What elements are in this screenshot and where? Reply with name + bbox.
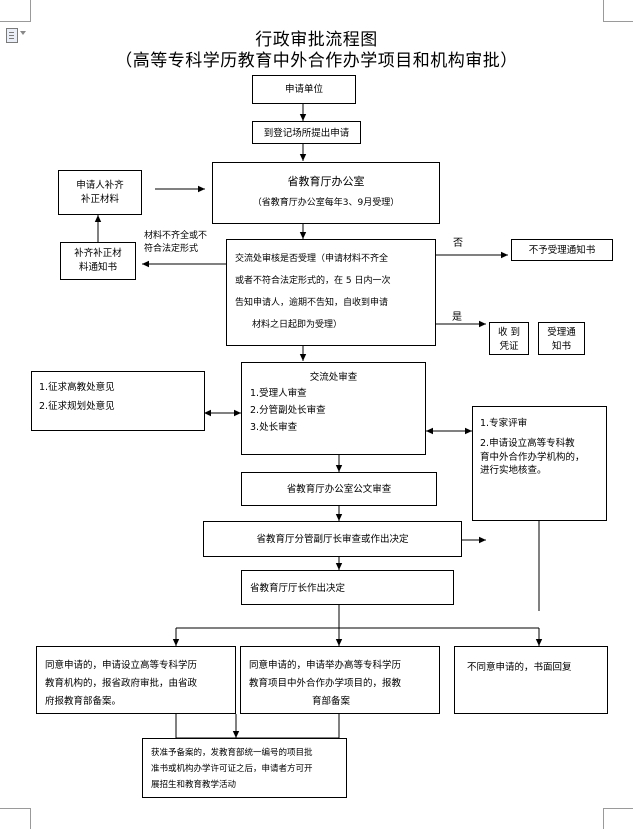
receipt-line2: 凭证: [499, 341, 519, 352]
supplement-materials-line1: 申请人补齐: [76, 180, 124, 191]
diagram-subtitle: （高等专科学历教育中外合作办学项目和机构审批）: [115, 51, 518, 71]
agree-institution-box: 同意申请的，申请设立高等专科学历 教育机构的，报省政府审批，由省政 府报教育部备…: [36, 646, 236, 714]
applicant-label: 申请单位: [284, 84, 323, 95]
office-title: 省教育厅办公室: [287, 175, 365, 188]
crop-mark: [603, 21, 633, 22]
accept-notice-line2: 知书: [551, 341, 571, 352]
reject-notice-label: 不予受理通知书: [528, 245, 596, 256]
supplement-materials-box: 申请人补齐 补正材料: [58, 170, 142, 215]
check-line2: 或者不符合法定形式的，在 5 日内一次: [235, 276, 391, 286]
opinions-line1: 1.征求高教处意见: [39, 382, 115, 393]
office-note: （省教育厅办公室每年3、9月受理）: [252, 198, 400, 208]
agree-project-line3: 育部备案: [312, 696, 351, 707]
no-label: 否: [453, 238, 463, 249]
agree-institution-line3: 府报教育部备案。: [45, 696, 122, 707]
accept-notice-box: 受理通 知书: [538, 322, 585, 355]
final-line2: 准书或机构办学许可证之后，申请者方可开: [151, 764, 313, 774]
final-line3: 展招生和教育教学活动: [151, 780, 237, 790]
expert-box: 1.专家评审 2.申请设立高等专科教 育中外合作办学机构的， 进行实地核查。: [472, 406, 607, 521]
disagree-label: 不同意申请的，书面回复: [467, 662, 572, 673]
supplement-notice-box: 补齐补正材 料通知书: [60, 242, 136, 280]
check-line3: 告知申请人，逾期不告知，自收到申请: [235, 298, 389, 308]
review-item-3: 3.处长审查: [250, 422, 298, 433]
applicant-box: 申请单位: [252, 75, 356, 104]
agree-institution-line1: 同意申请的，申请设立高等专科学历: [45, 660, 198, 671]
office-review-box: 省教育厅办公室公文审查: [241, 472, 437, 506]
disagree-box: 不同意申请的，书面回复: [454, 646, 608, 714]
director-decision-box: 省教育厅厅长作出决定: [241, 570, 454, 605]
review-item-2: 2.分管副处长审查: [250, 405, 326, 416]
crop-mark: [603, 0, 604, 22]
submit-label: 到登记场所提出申请: [263, 128, 350, 139]
yes-label: 是: [452, 312, 462, 323]
expert-line1: 1.专家评审: [480, 418, 528, 429]
review-title: 交流处审查: [309, 372, 358, 383]
supplement-notice-line1: 补齐补正材: [74, 248, 122, 259]
expert-line2: 2.申请设立高等专科教: [480, 438, 575, 449]
receipt-line1: 收 到: [497, 327, 521, 338]
agree-project-line1: 同意申请的，申请举办高等专科学历: [249, 660, 402, 671]
agree-project-line2: 教育项目中外合作办学项目的，报教: [249, 678, 402, 689]
agree-project-box: 同意申请的，申请举办高等专科学历 教育项目中外合作办学项目的，报教 育部备案: [240, 646, 440, 714]
crop-mark: [0, 21, 30, 22]
deputy-review-label: 省教育厅分管副厅长审查或作出决定: [256, 534, 409, 545]
supplement-notice-line2: 料通知书: [78, 262, 117, 273]
check-box: 交流处审核是否受理（申请材料不齐全 或者不符合法定形式的，在 5 日内一次 告知…: [226, 239, 436, 346]
supplement-materials-line2: 补正材料: [80, 194, 119, 205]
agree-institution-line2: 教育机构的，报省政府审批，由省政: [45, 678, 198, 689]
crop-mark: [30, 0, 31, 22]
final-line1: 获准予备案的，发教育部统一编号的项目批: [151, 748, 313, 758]
chevron-down-icon[interactable]: [20, 31, 26, 35]
expert-line3: 育中外合作办学机构的，: [480, 452, 585, 463]
expert-line4: 进行实地核查。: [480, 465, 547, 476]
reject-notice-box: 不予受理通知书: [511, 239, 613, 261]
crop-mark: [603, 808, 604, 829]
opinions-line2: 2.征求规划处意见: [39, 401, 115, 412]
crop-mark: [603, 808, 633, 809]
check-line1: 交流处审核是否受理（申请材料不齐全: [235, 254, 389, 264]
review-box: 交流处审查 1.受理人审查 2.分管副处长审查 3.处长审查: [241, 362, 426, 455]
deputy-review-box: 省教育厅分管副厅长审查或作出决定: [203, 521, 462, 557]
document-icon[interactable]: [6, 28, 18, 43]
office-box: 省教育厅办公室 （省教育厅办公室每年3、9月受理）: [212, 162, 440, 224]
crop-mark: [30, 808, 31, 829]
accept-notice-line1: 受理通: [547, 327, 576, 338]
opinions-box: 1.征求高教处意见 2.征求规划处意见: [31, 371, 205, 431]
submit-box: 到登记场所提出申请: [252, 121, 361, 144]
incomplete-label-line2: 符合法定形式: [144, 244, 199, 254]
check-line4: 材料之日起即为受理）: [252, 320, 343, 330]
director-decision-label: 省教育厅厅长作出决定: [250, 583, 346, 594]
review-item-1: 1.受理人审查: [250, 388, 307, 399]
final-box: 获准予备案的，发教育部统一编号的项目批 准书或机构办学许可证之后，申请者方可开 …: [142, 738, 347, 798]
diagram-title: 行政审批流程图: [255, 30, 378, 50]
crop-mark: [0, 808, 30, 809]
office-review-label: 省教育厅办公室公文审查: [286, 484, 392, 495]
receipt-box: 收 到 凭证: [489, 322, 529, 355]
incomplete-label-line1: 材料不齐全或不: [144, 231, 208, 241]
